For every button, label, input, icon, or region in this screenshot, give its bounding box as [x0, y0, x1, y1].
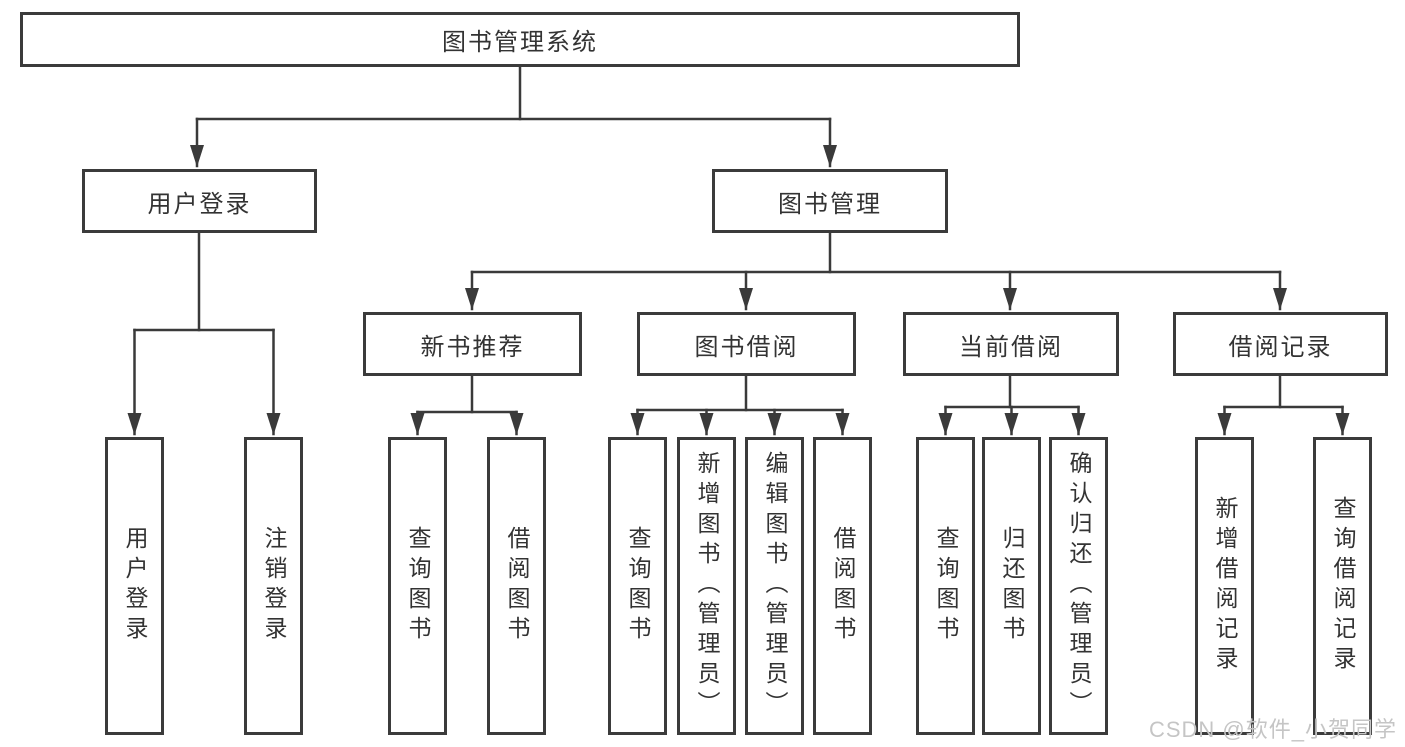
leaf-add-borrow-record: 新增借阅记录: [1195, 437, 1254, 735]
leaf-query-books-current: 查询图书: [916, 437, 975, 735]
leaf-add-books-admin: 新增图书（管理员）: [677, 437, 736, 735]
node-library-management-system: 图书管理系统: [20, 12, 1020, 67]
leaf-edit-books-admin: 编辑图书（管理员）: [745, 437, 804, 735]
leaf-confirm-return-admin: 确认归还（管理员）: [1049, 437, 1108, 735]
node-new-book-recommend: 新书推荐: [363, 312, 582, 376]
leaf-query-books-borrow: 查询图书: [608, 437, 667, 735]
leaf-user-login: 用户登录: [105, 437, 164, 735]
leaf-return-books: 归还图书: [982, 437, 1041, 735]
node-user-login: 用户登录: [82, 169, 317, 233]
leaf-query-books-recommend: 查询图书: [388, 437, 447, 735]
node-book-borrow: 图书借阅: [637, 312, 856, 376]
leaf-borrow-books-recommend: 借阅图书: [487, 437, 546, 735]
leaf-logout: 注销登录: [244, 437, 303, 735]
leaf-borrow-books: 借阅图书: [813, 437, 872, 735]
node-current-borrow: 当前借阅: [903, 312, 1119, 376]
node-borrow-records: 借阅记录: [1173, 312, 1388, 376]
csdn-watermark: CSDN @软件_小贺同学: [1148, 717, 1397, 742]
node-book-management: 图书管理: [712, 169, 948, 233]
leaf-query-borrow-record: 查询借阅记录: [1313, 437, 1372, 735]
